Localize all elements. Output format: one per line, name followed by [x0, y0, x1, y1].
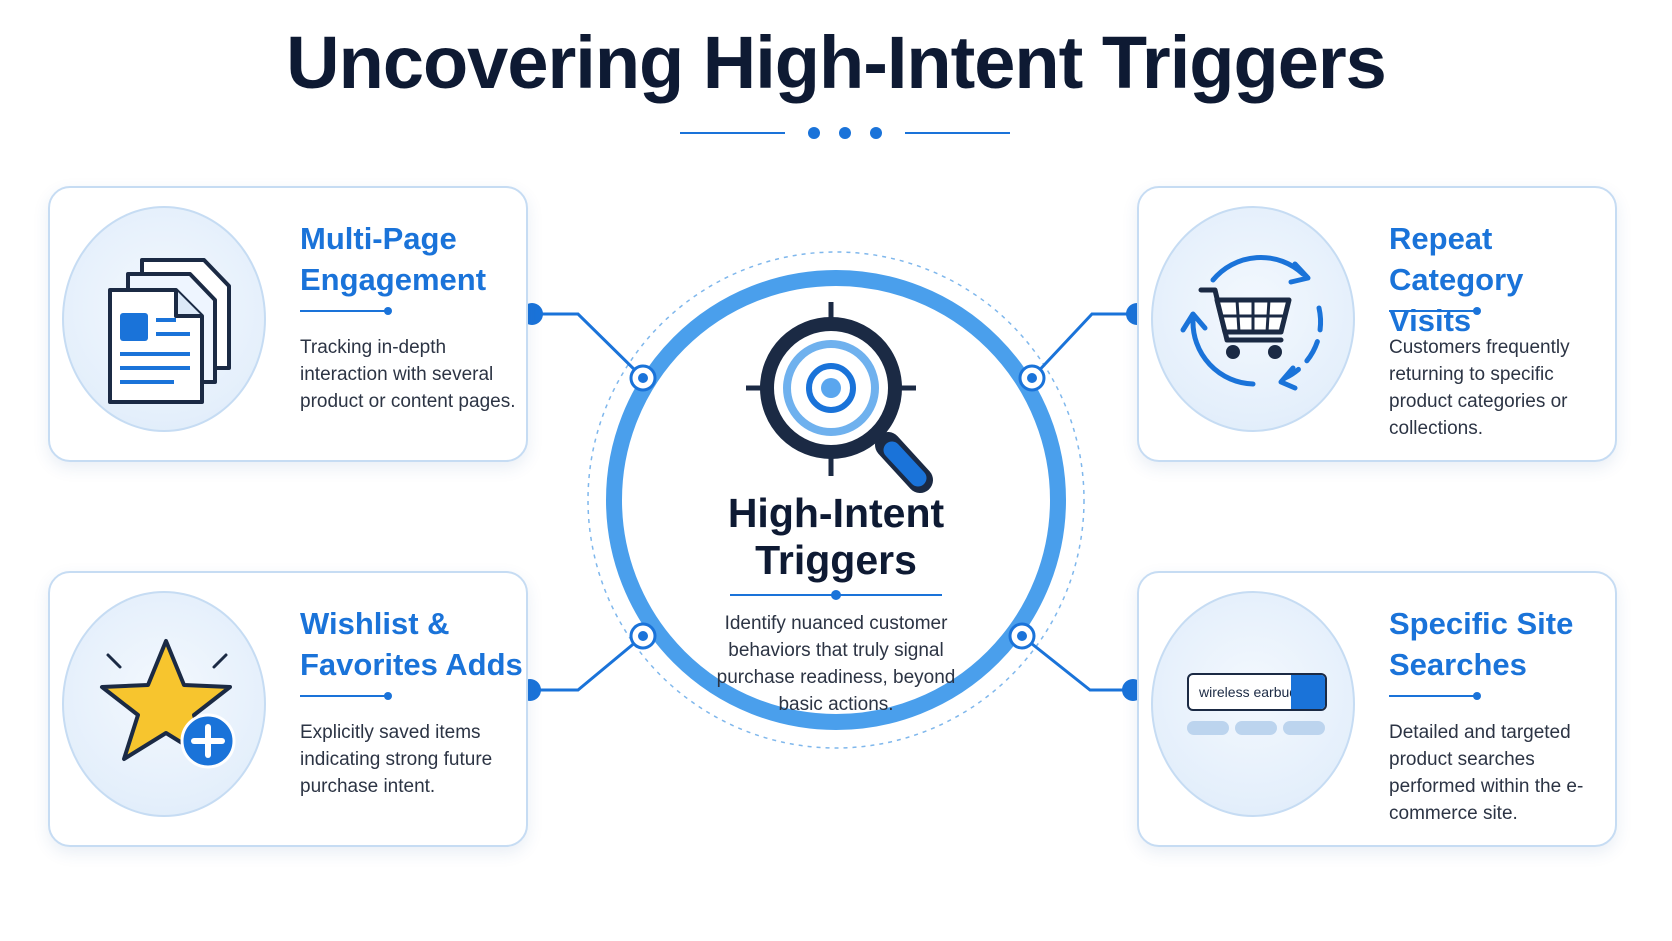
card-multi-page-engagement: Multi-Page Engagement Tracking in-depth …	[48, 186, 528, 462]
ring-node-site-search	[1008, 622, 1036, 650]
target-magnifier-icon	[746, 302, 933, 493]
card-repeat-category-visits: Repeat Category Visits Customers frequen…	[1137, 186, 1617, 462]
connector-repeat	[1030, 312, 1137, 380]
center-description: Identify nuanced customer behaviors that…	[716, 613, 956, 715]
documents-icon	[108, 258, 231, 404]
search-query-text: wireless earbuds	[1199, 684, 1305, 700]
icon-circle: wireless earbuds	[1151, 591, 1355, 817]
page-title: Uncovering High-Intent Triggers	[286, 21, 1387, 104]
icon-circle	[62, 591, 266, 817]
cart-cycle-icon	[1180, 254, 1324, 391]
card-specific-site-searches: wireless earbuds Specific Site Searches …	[1137, 571, 1617, 847]
ring-node-multi-page	[629, 364, 657, 392]
center-divider	[730, 590, 942, 600]
card-description: Tracking in-depth interaction with sever…	[300, 337, 516, 412]
ring-node-repeat	[1018, 364, 1046, 392]
connector-multi-page	[532, 312, 645, 380]
card-title: Repeat Category Visits	[1389, 221, 1524, 338]
card-divider	[300, 692, 392, 700]
card-description: Customers frequently returning to specif…	[1389, 337, 1570, 439]
card-wishlist-favorites: Wishlist & Favorites Adds Explicitly sav…	[48, 571, 528, 847]
search-bar: wireless earbuds	[1187, 673, 1327, 711]
card-title: Wishlist & Favorites Adds	[300, 606, 523, 682]
card-description: Explicitly saved items indicating strong…	[300, 722, 493, 797]
card-divider	[1389, 307, 1481, 315]
card-description: Detailed and targeted product searches p…	[1389, 722, 1584, 824]
ring-node-wishlist	[629, 622, 657, 650]
connector-site-search	[1021, 634, 1133, 692]
center-title-line2: Triggers	[755, 537, 917, 583]
center-title: High-Intent Triggers	[686, 490, 986, 584]
title-divider	[680, 127, 1010, 139]
search-icon	[1291, 675, 1325, 709]
card-divider	[1389, 692, 1481, 700]
connector-wishlist	[530, 634, 644, 692]
center-title-line1: High-Intent	[727, 490, 945, 536]
card-title: Multi-Page Engagement	[300, 221, 487, 297]
card-divider	[300, 307, 392, 315]
star-plus-icon	[100, 639, 236, 769]
icon-circle	[1151, 206, 1355, 432]
card-title: Specific Site Searches	[1389, 606, 1574, 682]
icon-circle	[62, 206, 266, 432]
